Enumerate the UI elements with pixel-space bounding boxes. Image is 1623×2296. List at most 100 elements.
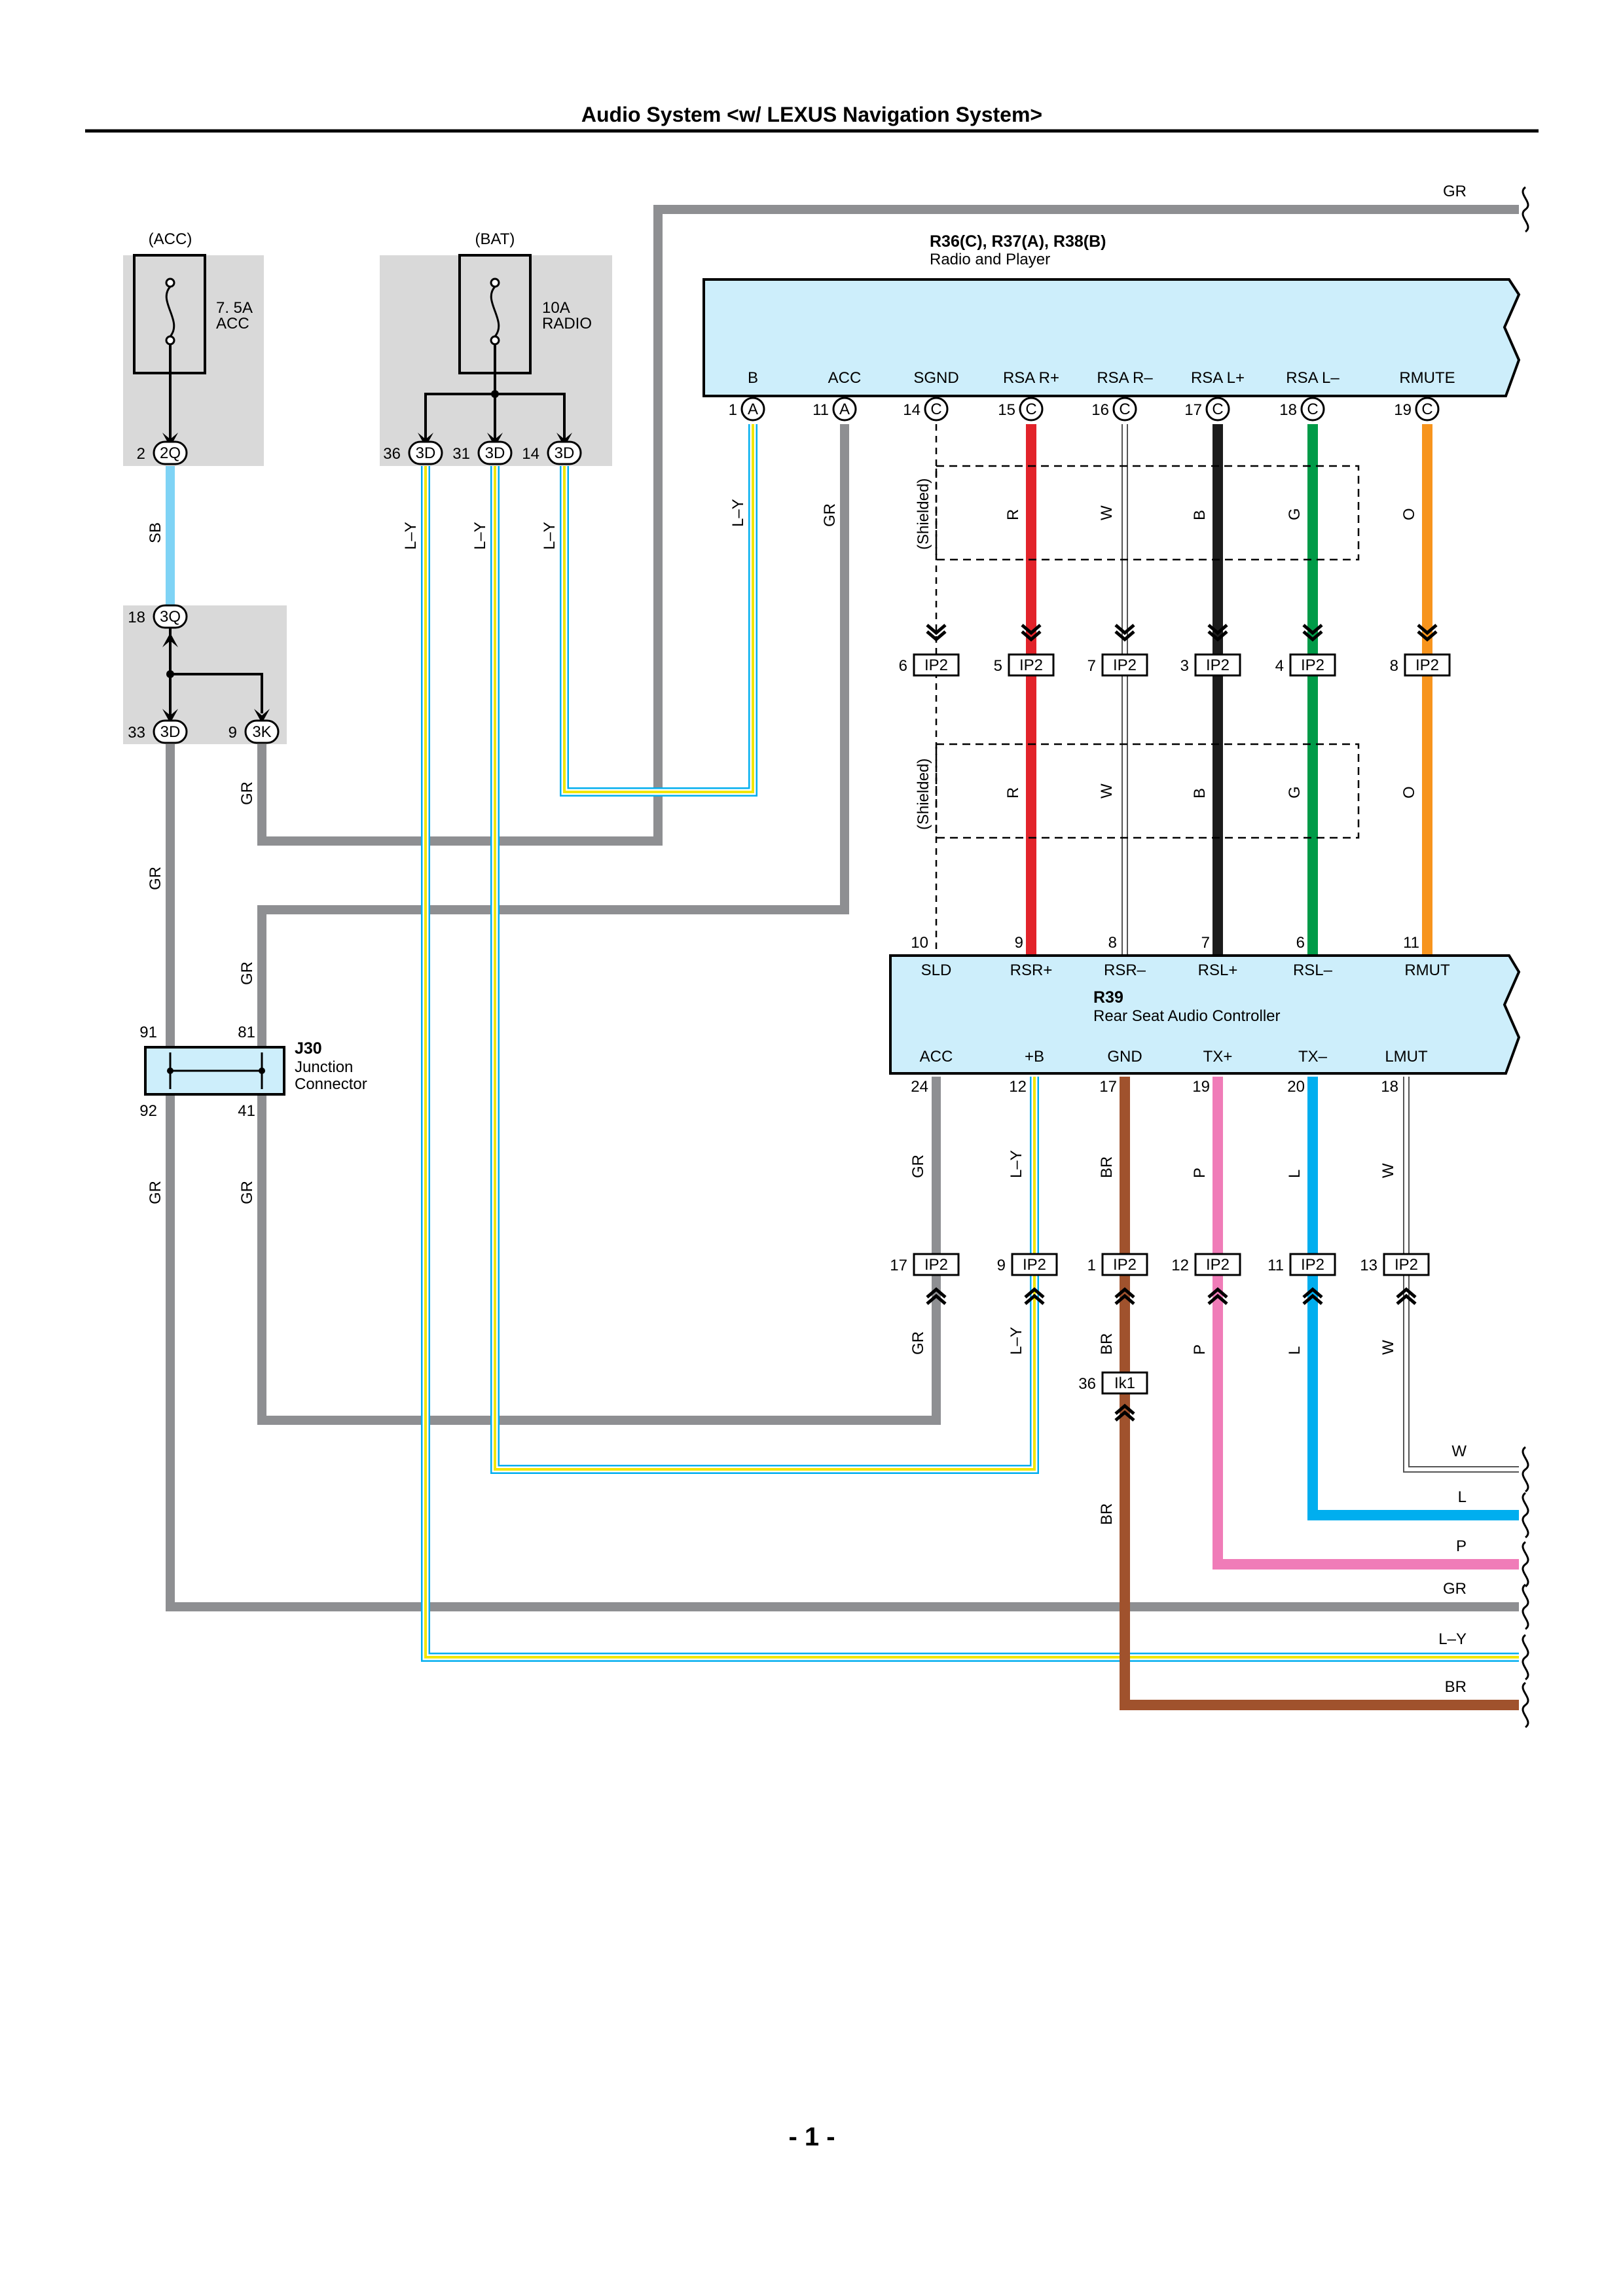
radio-pin-1: 1 bbox=[729, 401, 737, 419]
exit-label-6: BR bbox=[1445, 1678, 1467, 1696]
ip2-upper-chevron-5 bbox=[1021, 624, 1042, 642]
wire-break-icon bbox=[1522, 1541, 1529, 1588]
fuse-acc-supply: (ACC) bbox=[149, 230, 192, 248]
signal-color-upper-W: W bbox=[1098, 505, 1116, 520]
shield-box-upper bbox=[935, 465, 1360, 561]
radio-conn-18-label: C bbox=[1307, 401, 1318, 418]
signal-color-upper-G: G bbox=[1286, 508, 1304, 520]
j30-pin-92: 92 bbox=[139, 1102, 157, 1120]
rsac-wire-color-20: L bbox=[1286, 1170, 1304, 1178]
fuse-acc-rating: 7. 5A bbox=[216, 299, 253, 317]
radio-conn-14: C bbox=[924, 397, 949, 422]
connector-3d-33-label: 3D bbox=[160, 723, 181, 741]
radio-pin-15: 15 bbox=[998, 401, 1015, 419]
radio-conn-14-label: C bbox=[930, 401, 941, 418]
fuse-bat-name: RADIO bbox=[542, 315, 592, 332]
ip2-upper-8-label: IP2 bbox=[1415, 656, 1439, 674]
fuse-bat-supply: (BAT) bbox=[475, 230, 515, 248]
ip2-lower-pin-13: 13 bbox=[1360, 1257, 1377, 1274]
ip2-lower-chevron-11 bbox=[1302, 1287, 1323, 1305]
radio-terminal-label: RSA L+ bbox=[1191, 369, 1245, 387]
ip2-lower-pin-11: 11 bbox=[1267, 1257, 1284, 1274]
rsac-id: R39 bbox=[1093, 988, 1123, 1007]
exit-label-2: L bbox=[1458, 1488, 1467, 1506]
rsac-wire-color-lower-17: BR bbox=[1098, 1333, 1116, 1355]
rsac-top-label: RSR– bbox=[1104, 961, 1146, 979]
j30-pin-41: 41 bbox=[238, 1102, 255, 1120]
wire-ly-group bbox=[421, 424, 1519, 1662]
connector-3d-36-label: 3D bbox=[416, 444, 436, 462]
rsac-top-label: RSL+ bbox=[1198, 961, 1238, 979]
ip2-upper-6-label: IP2 bbox=[924, 656, 948, 674]
radio-conn-18: C bbox=[1300, 397, 1325, 422]
wire-break-icon bbox=[1522, 186, 1529, 233]
wire-break-icon bbox=[1522, 1583, 1529, 1630]
fuse-acc-name: ACC bbox=[216, 315, 249, 332]
rsac-top-pin-8: 8 bbox=[1108, 934, 1117, 952]
j30-name: Junction bbox=[295, 1058, 353, 1076]
rsac-wire-color-19: P bbox=[1191, 1168, 1209, 1178]
junction-arrow-in bbox=[162, 633, 178, 647]
wire-label-br-ground: BR bbox=[1098, 1503, 1116, 1525]
fuse-bat-arrow-14 bbox=[556, 433, 572, 447]
wire-break-icon bbox=[1522, 1681, 1529, 1729]
rsac-wire-color-lower-19: P bbox=[1191, 1344, 1209, 1355]
exit-label-4: GR bbox=[1443, 1580, 1467, 1598]
pin-36-ik1: 36 bbox=[1078, 1375, 1096, 1393]
radio-conn-16-label: C bbox=[1119, 401, 1130, 418]
exit-label-5: L–Y bbox=[1438, 1630, 1467, 1648]
radio-pin-16: 16 bbox=[1091, 401, 1109, 419]
radio-conn-11-label: A bbox=[839, 401, 850, 418]
signal-color-lower-R: R bbox=[1004, 787, 1022, 798]
rsac-bottom-pin-24: 24 bbox=[911, 1078, 928, 1096]
signal-wires bbox=[935, 424, 1432, 956]
radio-conn-15-label: C bbox=[1025, 401, 1036, 418]
rsac-wire-color-24: GR bbox=[909, 1155, 927, 1178]
signal-color-upper-O: O bbox=[1400, 508, 1418, 520]
ip2-lower-pin-17: 17 bbox=[890, 1257, 907, 1274]
fuse-bat-arrow-31 bbox=[487, 433, 503, 447]
radio-id: R36(C), R37(A), R38(B) bbox=[930, 232, 1106, 251]
junction-arrow-out-9 bbox=[254, 709, 270, 723]
rsac-bottom-pin-20: 20 bbox=[1287, 1078, 1305, 1096]
radio-conn-19: C bbox=[1415, 397, 1440, 422]
rsac-wire-color-17: BR bbox=[1098, 1157, 1116, 1178]
ip2-lower-pin-12: 12 bbox=[1171, 1257, 1189, 1274]
ip2-lower-chevron-17 bbox=[926, 1287, 947, 1305]
rsac-wire-color-lower-20: L bbox=[1286, 1346, 1304, 1355]
radio-terminal-label: B bbox=[748, 369, 758, 387]
fuse-acc-arrow bbox=[162, 433, 178, 447]
ip2-upper-8: IP2 bbox=[1404, 653, 1451, 677]
connector-3d-31-label: 3D bbox=[485, 444, 505, 462]
wire-gr-bottom bbox=[166, 736, 1519, 1611]
wire-label-ly-2: L–Y bbox=[541, 522, 558, 550]
rsac-unit bbox=[889, 954, 1521, 1075]
radio-conn-17-label: C bbox=[1212, 401, 1223, 418]
shield-box-lower bbox=[935, 743, 1360, 839]
rsac-wire-color-lower-18: W bbox=[1379, 1340, 1397, 1355]
radio-pin-19: 19 bbox=[1394, 401, 1412, 419]
pin-14-3d: 14 bbox=[522, 445, 539, 463]
rsac-bottom-label: ACC bbox=[920, 1048, 953, 1066]
fuse-bat: (BAT) 10A RADIO bbox=[380, 230, 612, 466]
radio-pin-18: 18 bbox=[1279, 401, 1297, 419]
ik1-chevron bbox=[1114, 1403, 1135, 1422]
j30-pin-81: 81 bbox=[238, 1024, 255, 1041]
rsac-wire-color-18: W bbox=[1379, 1163, 1397, 1178]
ip2-upper-7: IP2 bbox=[1101, 653, 1148, 677]
wire-label-gr-j30-92: GR bbox=[147, 1181, 164, 1204]
radio-terminal-label: RSA R– bbox=[1097, 369, 1153, 387]
ip2-upper-pin-3: 3 bbox=[1180, 657, 1189, 675]
wire-label-gr-acc: GR bbox=[821, 503, 839, 527]
signal-color-lower-G: G bbox=[1286, 786, 1304, 798]
connector-3k-9: 3K bbox=[244, 719, 280, 744]
wire-label-sb: SB bbox=[147, 522, 164, 543]
radio-terminal-label: ACC bbox=[828, 369, 862, 387]
ip2-upper-pin-6: 6 bbox=[899, 657, 907, 675]
signal-color-upper-R: R bbox=[1004, 509, 1022, 520]
ip2-lower-1-label: IP2 bbox=[1113, 1256, 1137, 1274]
pin-31-3d: 31 bbox=[452, 445, 470, 463]
connector-3q: 3Q bbox=[153, 604, 188, 629]
